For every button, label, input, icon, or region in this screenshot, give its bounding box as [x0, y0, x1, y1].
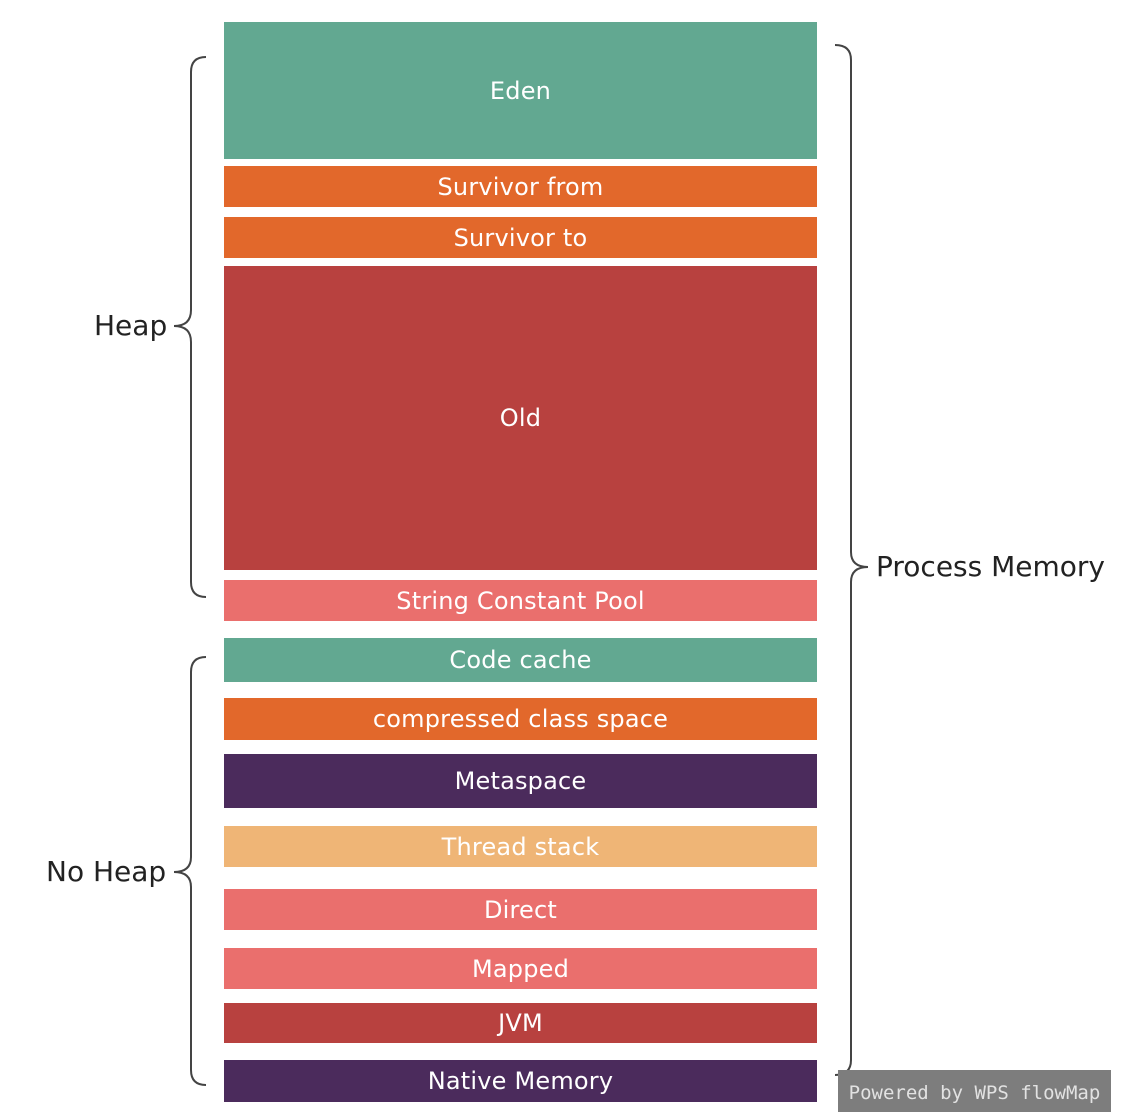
code-cache-block: Code cache: [224, 638, 817, 682]
process-memory-label: Process Memory: [876, 550, 1105, 583]
survivor-to-block: Survivor to: [224, 217, 817, 258]
no-heap-brace: [173, 656, 207, 1086]
old-label: Old: [499, 404, 542, 432]
old-block: Old: [224, 266, 817, 570]
mapped-label: Mapped: [471, 954, 570, 983]
heap-label: Heap: [94, 309, 168, 342]
string-constant-pool-block: String Constant Pool: [224, 580, 817, 621]
metaspace-block: Metaspace: [224, 754, 817, 808]
survivor-from-block: Survivor from: [224, 166, 817, 207]
string-constant-pool-label: String Constant Pool: [396, 586, 645, 615]
thread-stack-block: Thread stack: [224, 826, 817, 867]
native-memory-label: Native Memory: [427, 1067, 614, 1095]
mapped-block: Mapped: [224, 948, 817, 989]
survivor-from-label: Survivor from: [437, 172, 604, 201]
compressed-class-space-block: compressed class space: [224, 698, 817, 740]
direct-label: Direct: [483, 895, 558, 924]
jvm-block: JVM: [224, 1003, 817, 1043]
no-heap-label: No Heap: [46, 855, 167, 888]
survivor-to-label: Survivor to: [453, 223, 588, 252]
eden-block: Eden: [224, 22, 817, 159]
jvm-label: JVM: [498, 1009, 543, 1037]
process-memory-brace: [834, 44, 869, 1076]
compressed-class-space-label: compressed class space: [372, 705, 669, 733]
metaspace-label: Metaspace: [454, 767, 587, 795]
code-cache-label: Code cache: [449, 646, 592, 674]
heap-brace: [173, 56, 207, 598]
direct-block: Direct: [224, 889, 817, 930]
watermark: Powered by WPS flowMap: [838, 1070, 1111, 1112]
thread-stack-label: Thread stack: [441, 832, 600, 861]
eden-label: Eden: [489, 76, 552, 105]
native-memory-block: Native Memory: [224, 1060, 817, 1102]
